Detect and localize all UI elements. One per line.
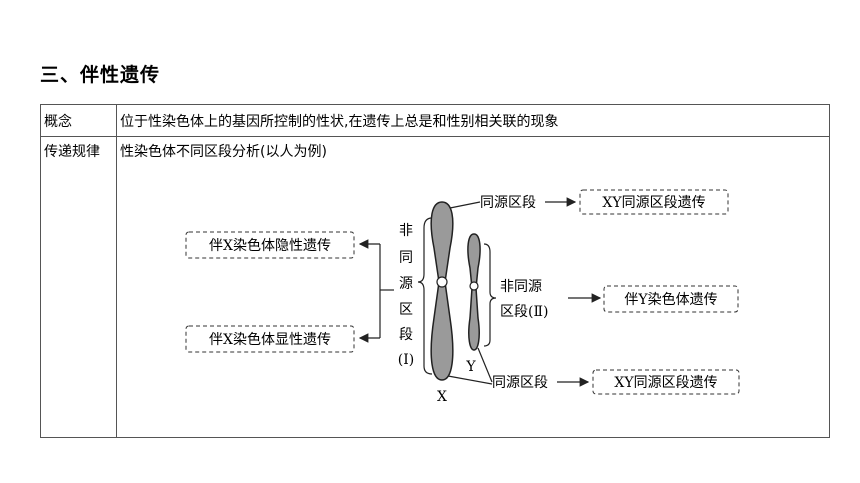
- bottom-homologous-label: 同源区段: [492, 375, 548, 391]
- table-row: 概念 位于性染色体上的基因所控制的性状,在遗传上总是和性别相关联的现象: [40, 104, 830, 137]
- y-label: Y: [465, 359, 476, 375]
- y-centromere: [469, 281, 479, 291]
- table-row: 传递规律 性染色体不同区段分析(以人为例): [40, 136, 830, 438]
- x-nonhomologous-char: (Ⅰ): [398, 352, 414, 368]
- x-nonhomologous-bracket: [417, 217, 433, 375]
- row-label-concept: 概念: [40, 104, 117, 137]
- top-homologous-pointer: [449, 201, 481, 209]
- inheritance-table: 概念 位于性染色体上的基因所控制的性状,在遗传上总是和性别相关联的现象 传递规律…: [40, 104, 830, 438]
- x-dominant-box: [185, 325, 355, 353]
- row-content-concept: 位于性染色体上的基因所控制的性状,在遗传上总是和性别相关联的现象: [116, 104, 830, 137]
- top-result-text: XY同源区段遗传: [602, 195, 705, 211]
- section-title: 三、伴性遗传: [40, 64, 161, 86]
- x-nonhomologous-char: 区: [399, 302, 413, 318]
- sex-chromosome-diagram: X Y 同源区段 XY同源区段遗传 同源区段 XY同源区段遗传 非 同 源 区 …: [185, 189, 740, 405]
- x-chromosome: [430, 201, 454, 381]
- bottom-result-text: XY同源区段遗传: [614, 375, 717, 391]
- x-dominant-text: 伴X染色体显性遗传: [209, 331, 331, 348]
- y-nonhomologous-bracket: [483, 243, 497, 347]
- bottom-homologous-pointer-y: [477, 347, 493, 383]
- top-homologous-label: 同源区段: [480, 195, 536, 211]
- bottom-homologous-pointer-x: [447, 375, 493, 385]
- x-nonhomologous-char: 非: [399, 223, 413, 239]
- x-recessive-text: 伴X染色体隐性遗传: [209, 237, 331, 254]
- y-result-text: 伴Y染色体遗传: [624, 291, 717, 308]
- x-recessive-box: [185, 231, 355, 259]
- x-nonhomologous-label: 非 同 源 区 段 (Ⅰ): [398, 223, 414, 368]
- x-centromere: [436, 276, 448, 288]
- top-result-box: [579, 189, 729, 215]
- y-chromosome: [467, 233, 481, 351]
- y-nonhomologous-line1: 非同源: [500, 279, 542, 295]
- bottom-result-box: [592, 369, 740, 395]
- row-label-rule: 传递规律: [40, 136, 117, 438]
- x-nonhomologous-char: 同: [399, 250, 413, 266]
- x-nonhomologous-char: 源: [399, 276, 413, 292]
- x-nonhomologous-char: 段: [399, 327, 413, 343]
- x-label: X: [437, 389, 447, 405]
- y-result-box: [603, 285, 739, 313]
- y-nonhomologous-line2: 区段(Ⅱ): [500, 304, 548, 320]
